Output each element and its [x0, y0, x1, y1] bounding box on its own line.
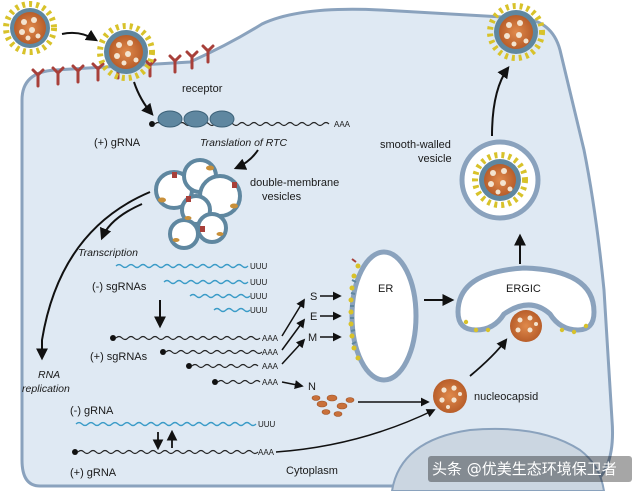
dmv-label-line2: vesicles [262, 191, 302, 203]
dmv-protein-spots [158, 165, 238, 242]
grna-label-top: (+) gRNA [94, 137, 141, 149]
aaa-tail-grna: AAA [258, 448, 275, 457]
entry-arrow-1 [61, 29, 99, 42]
nucleocapsid-free [433, 379, 467, 413]
neg-sgrna-strands [115, 263, 251, 313]
protein-arrows [281, 291, 342, 390]
aaa-tail-s: AAA [262, 334, 279, 343]
grna-strand-top [154, 121, 330, 127]
rna-replication-label-1: RNA [38, 369, 60, 381]
aaa-tail-n: AAA [262, 378, 279, 387]
uuu-tail-3: UUU [250, 292, 268, 301]
pos-grna-label-bottom: (+) gRNA [70, 467, 117, 479]
ergic-organelle [455, 265, 597, 335]
virion-released [487, 3, 545, 61]
virion-incoming [3, 1, 57, 55]
neg-grna-strand [75, 421, 257, 427]
pos-sgrna-strands [115, 335, 263, 385]
watermark-text: 头条 @优美生态环境保卫者 [432, 460, 617, 478]
aaa-tail-m: AAA [262, 362, 279, 371]
arrow-grna-to-nucleocapsid [275, 409, 436, 453]
uuu-tail-4: UUU [250, 306, 268, 315]
transcription-label: Transcription [78, 247, 138, 259]
vesicle-label-line2: vesicle [418, 153, 452, 165]
arrow-to-transcription [100, 203, 143, 241]
ribosome-group [157, 110, 235, 128]
arrow-rna-replication [36, 191, 151, 361]
vesicle-label-line1: smooth-walled [380, 139, 451, 151]
exit-arrow [491, 66, 510, 137]
nucleus [390, 427, 606, 491]
cap-dot [149, 121, 155, 127]
dmv-label-line1: double-membrane [250, 177, 339, 189]
er-organelle [348, 249, 419, 383]
uuu-tail-2: UUU [250, 278, 268, 287]
watermark-bg [428, 456, 632, 482]
pos-sgrna-caps [110, 335, 218, 385]
aaa-tail-e: AAA [262, 348, 279, 357]
nucleocapsid-budding [510, 310, 542, 342]
pos-grna-strand-bottom [77, 449, 259, 455]
uuu-tail-grna: UUU [258, 420, 276, 429]
virion-binding [97, 23, 155, 81]
n-protein-cluster [311, 394, 355, 417]
aaa-tail: AAA [334, 120, 351, 129]
uuu-tail-1: UUU [250, 262, 268, 271]
m-protein-label: M [308, 332, 317, 344]
receptor-label: receptor [182, 83, 223, 95]
ergic-label: ERGIC [506, 283, 541, 295]
dmv-rtc-spots [172, 172, 237, 232]
neg-grna-label: (-) gRNA [70, 405, 114, 417]
neg-sgrnas-label: (-) sgRNAs [92, 281, 147, 293]
cytoplasm-label: Cytoplasm [286, 465, 338, 477]
nucleocapsid-label: nucleocapsid [474, 391, 538, 403]
er-label: ER [378, 283, 393, 295]
rna-replication-label-2: replication [22, 383, 70, 395]
arrow-nucleocapsid-to-ergic [469, 338, 508, 377]
arrow-to-dmv [233, 149, 259, 170]
pos-sgrnas-label: (+) sgRNAs [90, 351, 148, 363]
entry-arrow-2 [133, 81, 154, 116]
s-protein-label: S [310, 291, 317, 303]
smooth-walled-vesicle [459, 139, 541, 221]
n-protein-label: N [308, 381, 316, 393]
translation-label: Translation of RTC [200, 137, 288, 149]
cap-dot-bottom [72, 449, 78, 455]
e-protein-label: E [310, 311, 317, 323]
